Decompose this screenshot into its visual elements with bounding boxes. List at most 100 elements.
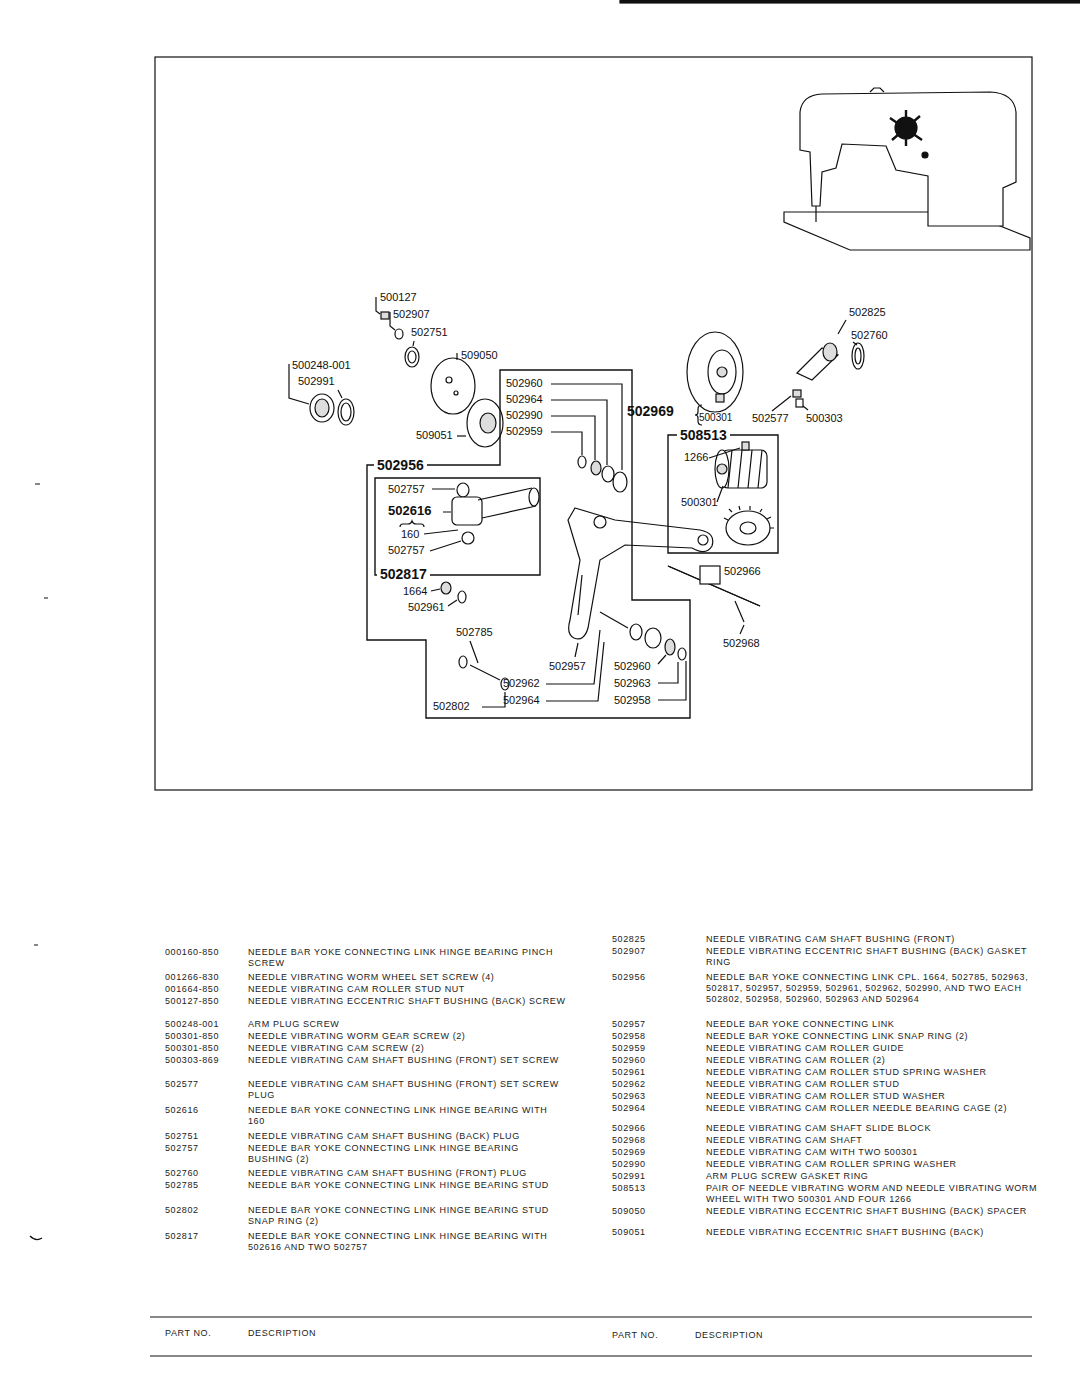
cam [708, 350, 736, 394]
hinge-bearing [452, 497, 482, 525]
callout-number: 502616 [388, 503, 431, 519]
roller-guide [578, 456, 586, 468]
bearing-bushing [457, 483, 469, 497]
snap-ring [459, 656, 467, 668]
worm-wheel [726, 511, 770, 545]
callout-number: 502964 [506, 393, 543, 406]
part-description: NEEDLE VIBRATING WORM WHEEL SET SCREW (4… [248, 972, 566, 983]
part-description: NEEDLE VIBRATING CAM ROLLER STUD WASHER [706, 1091, 1046, 1102]
part-description: NEEDLE VIBRATING CAM ROLLER NEEDLE BEARI… [706, 1103, 1046, 1114]
part-number: 500248-001 [165, 1019, 219, 1030]
gasket-ring [338, 399, 354, 425]
worm [717, 464, 727, 474]
callout-number: 500127 [380, 291, 417, 304]
part-number: 500303-869 [165, 1055, 219, 1066]
leader-line [424, 489, 461, 551]
spring-washer [591, 461, 601, 475]
machine-detail [816, 88, 884, 222]
group-box: 5085131266500301 [668, 435, 778, 553]
callout-number: 502907 [393, 308, 430, 321]
part-number: 502962 [612, 1079, 646, 1090]
callout-number: 502966 [724, 565, 761, 578]
callout-number: 502825 [849, 306, 886, 319]
callout-number: 500301 [681, 496, 718, 509]
group-outline [375, 478, 540, 575]
slide-block [700, 566, 720, 584]
part-number: 502785 [165, 1180, 199, 1191]
margin-mark [30, 484, 48, 1240]
part-description: NEEDLE VIBRATING CAM SCREW (2) [248, 1043, 566, 1054]
callout-number: 500301 [699, 411, 732, 424]
worm-wheel [740, 522, 756, 534]
callout-number: 502957 [549, 660, 586, 673]
arm-plug-screw [315, 399, 329, 417]
part-number: 502958 [612, 1031, 646, 1042]
part-number: 502959 [612, 1043, 646, 1054]
plug [855, 348, 861, 364]
group-number: 508513 [677, 427, 730, 443]
spring-washer [458, 591, 466, 603]
part-description: NEEDLE BAR YOKE CONNECTING LINK [706, 1019, 1046, 1030]
part-number: 502991 [612, 1171, 646, 1182]
part-number: 000160-850 [165, 947, 219, 958]
group-outline [367, 370, 690, 718]
callout-number: 502958 [614, 694, 651, 707]
gasket-ring [341, 403, 351, 421]
screw [716, 394, 724, 402]
callout-number: 502577 [752, 412, 789, 425]
leader-line [551, 384, 622, 470]
group-outline: 5028175027575026161605027575029565029605… [367, 370, 690, 718]
part-number: 502961 [612, 1067, 646, 1078]
callout-number: 509051 [416, 429, 453, 442]
part-description: NEEDLE VIBRATING CAM SHAFT BUSHING (BACK… [248, 1131, 566, 1142]
connecting-link [594, 516, 606, 528]
part-number: 502990 [612, 1159, 646, 1170]
callout-number: 502760 [851, 329, 888, 342]
part-number: 502825 [612, 934, 646, 945]
callout-number: 502802 [433, 700, 470, 713]
group-number: 502817 [377, 566, 430, 582]
column-header: PART NO. [165, 1328, 211, 1339]
part-number: 001266-830 [165, 972, 219, 983]
stud-washer [665, 639, 675, 655]
cam-shaft [735, 601, 744, 622]
leader-line [546, 630, 686, 701]
part-description: ARM PLUG SCREW GASKET RING [706, 1171, 1046, 1182]
part-number: 509050 [612, 1206, 646, 1217]
leader-line [456, 353, 457, 360]
part-description: NEEDLE BAR YOKE CONNECTING LINK HINGE BE… [248, 1231, 566, 1253]
hinge-bearing [529, 488, 539, 506]
callout-number: 502961 [408, 601, 445, 614]
part-number: 502907 [612, 946, 646, 957]
part-description: ARM PLUG SCREW [248, 1019, 566, 1030]
part-description: NEEDLE VIBRATING CAM SHAFT BUSHING (FRON… [248, 1055, 566, 1066]
set-screw [742, 442, 749, 450]
bushing-flange [467, 399, 503, 447]
leader-line [413, 341, 414, 346]
part-description: NEEDLE VIBRATING CAM SHAFT BUSHING (FRON… [706, 934, 1046, 945]
arm-plug-screw [310, 394, 334, 422]
part-number: 502751 [165, 1131, 199, 1142]
callout-number: 502990 [506, 409, 543, 422]
hinge-stud [470, 665, 500, 680]
set-screw [796, 399, 803, 407]
leader-line [740, 625, 744, 634]
part-number: 502956 [612, 972, 646, 983]
part-description: NEEDLE BAR YOKE CONNECTING LINK SNAP RIN… [706, 1031, 1046, 1042]
leader-line [376, 297, 380, 314]
part-description: NEEDLE BAR YOKE CONNECTING LINK HINGE BE… [248, 947, 566, 969]
callout-number: 500248-001 [292, 359, 351, 372]
part-number: 500301-850 [165, 1031, 219, 1042]
callout-number: 502968 [723, 637, 760, 650]
part-description: NEEDLE VIBRATING ECCENTRIC SHAFT BUSHING… [706, 1227, 1046, 1238]
part-description: NEEDLE VIBRATING CAM SHAFT SLIDE BLOCK [706, 1123, 1046, 1134]
group-outline [668, 435, 778, 553]
part-description: NEEDLE VIBRATING ECCENTRIC SHAFT BUSHING… [248, 996, 566, 1007]
part-description: NEEDLE BAR YOKE CONNECTING LINK HINGE BE… [248, 1105, 566, 1127]
part-number: 509051 [612, 1227, 646, 1238]
connecting-link [698, 535, 708, 545]
part-number: 502963 [612, 1091, 646, 1102]
part-number: 001664-850 [165, 984, 219, 995]
callout-number: 1266 [684, 451, 708, 464]
part-description: NEEDLE VIBRATING CAM WITH TWO 500301 [706, 1147, 1046, 1158]
